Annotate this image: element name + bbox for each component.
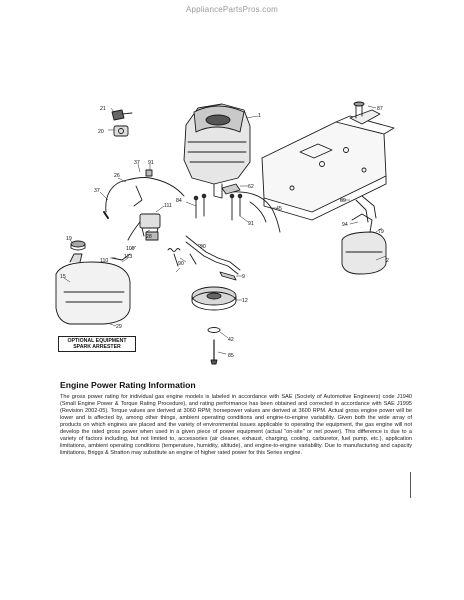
- engine: [183, 103, 251, 199]
- wire-harness: [103, 169, 185, 219]
- callout-2: 2: [386, 258, 389, 264]
- fuel-line: [173, 235, 241, 275]
- callout-89: 89: [340, 198, 346, 204]
- callout-19: 19: [66, 236, 72, 242]
- leader-lines: [63, 105, 387, 355]
- spring: [167, 248, 181, 252]
- callout-87: 87: [377, 106, 383, 112]
- callout-85: 85: [228, 353, 234, 359]
- engine-bolts: [193, 183, 243, 221]
- margin-change-bar: [410, 472, 411, 498]
- callout-91-mid: 91: [248, 221, 254, 227]
- callout-90-mid: 90: [200, 244, 206, 250]
- callout-79: 79: [378, 229, 384, 235]
- fuel-tank: [55, 253, 131, 325]
- section-body: The gross power rating for individual ga…: [60, 394, 412, 457]
- callout-45: 45: [276, 206, 282, 212]
- note-line-2: SPARK ARRESTER: [73, 344, 121, 350]
- note-line-1: OPTIONAL EQUIPMENT: [67, 337, 127, 344]
- watermark: AppliancePartsPros.com: [186, 5, 278, 14]
- callout-62: 62: [248, 184, 254, 190]
- starter-solenoid: [111, 213, 161, 261]
- callout-21: 21: [100, 106, 106, 112]
- callout-29: 29: [116, 324, 122, 330]
- pulley-bolt: [207, 327, 221, 365]
- section-title: Engine Power Rating Information: [60, 380, 196, 390]
- callout-42: 42: [228, 337, 234, 343]
- engine-pulley: [191, 286, 237, 311]
- throttle-cable: [229, 191, 281, 233]
- callout-110: 110: [100, 258, 108, 264]
- callout-84: 84: [176, 198, 182, 204]
- fuel-cap: [70, 240, 86, 251]
- callout-91-top: 91: [148, 160, 154, 166]
- woodruff-key: [219, 271, 237, 281]
- optional-equipment-box: OPTIONAL EQUIPMENT SPARK ARRESTER: [58, 336, 136, 352]
- callout-37-left: 37: [94, 188, 100, 194]
- callout-28: 28: [146, 234, 152, 240]
- callout-20: 20: [98, 129, 104, 135]
- callout-9: 9: [242, 274, 245, 280]
- part-callouts: 21 20 1 87 26 37 91 37 84 62 45 91 111 2…: [60, 106, 389, 359]
- callout-90-left: 90: [178, 261, 184, 267]
- callout-111: 111: [164, 203, 172, 209]
- callout-26: 26: [114, 173, 120, 179]
- exhaust-pipe: [355, 195, 377, 223]
- callout-37-top: 37: [134, 160, 140, 166]
- callout-1: 1: [258, 113, 261, 119]
- muffler: [341, 213, 387, 275]
- callout-113: 113: [124, 254, 132, 260]
- callout-94: 94: [342, 222, 348, 228]
- callout-15: 15: [60, 274, 66, 280]
- ignition-key: [111, 109, 133, 137]
- mounting-bracket: [349, 101, 381, 125]
- chassis-plate: [261, 115, 395, 221]
- callout-109: 109: [126, 246, 135, 252]
- callout-12: 12: [242, 298, 248, 304]
